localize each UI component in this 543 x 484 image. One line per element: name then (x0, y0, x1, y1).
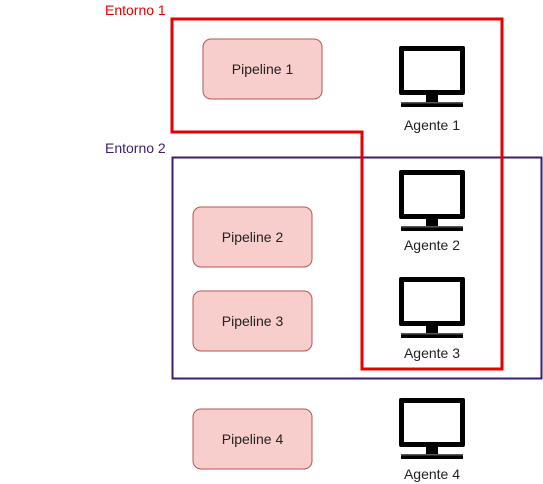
monitor-icon (399, 398, 465, 459)
environment-1-boundary (170, 17, 504, 371)
agent-3[interactable]: Agente 3 (399, 277, 465, 361)
environment-2-label: Entorno 2 (105, 140, 166, 156)
pipeline-2-label: Pipeline 2 (222, 229, 284, 245)
monitor-icon (399, 277, 465, 338)
monitor-icon (399, 170, 465, 231)
agent-3-label: Agente 3 (404, 345, 460, 361)
agent-1[interactable]: Agente 1 (399, 46, 465, 133)
pipeline-1[interactable]: Pipeline 1 (202, 38, 323, 100)
agent-4[interactable]: Agente 4 (399, 398, 465, 482)
agent-1-label: Agente 1 (404, 117, 460, 133)
agent-2-label: Agente 2 (404, 237, 460, 253)
pipeline-4[interactable]: Pipeline 4 (192, 408, 313, 470)
agent-4-label: Agente 4 (404, 466, 460, 482)
agent-2[interactable]: Agente 2 (399, 170, 465, 253)
environment-2-boundary (171, 156, 543, 380)
pipeline-2[interactable]: Pipeline 2 (192, 206, 313, 268)
monitor-icon (399, 46, 465, 107)
pipeline-3-label: Pipeline 3 (222, 313, 284, 329)
pipeline-4-label: Pipeline 4 (222, 431, 284, 447)
pipeline-1-label: Pipeline 1 (232, 61, 294, 77)
environment-1-label: Entorno 1 (105, 2, 166, 18)
pipeline-3[interactable]: Pipeline 3 (192, 290, 313, 352)
